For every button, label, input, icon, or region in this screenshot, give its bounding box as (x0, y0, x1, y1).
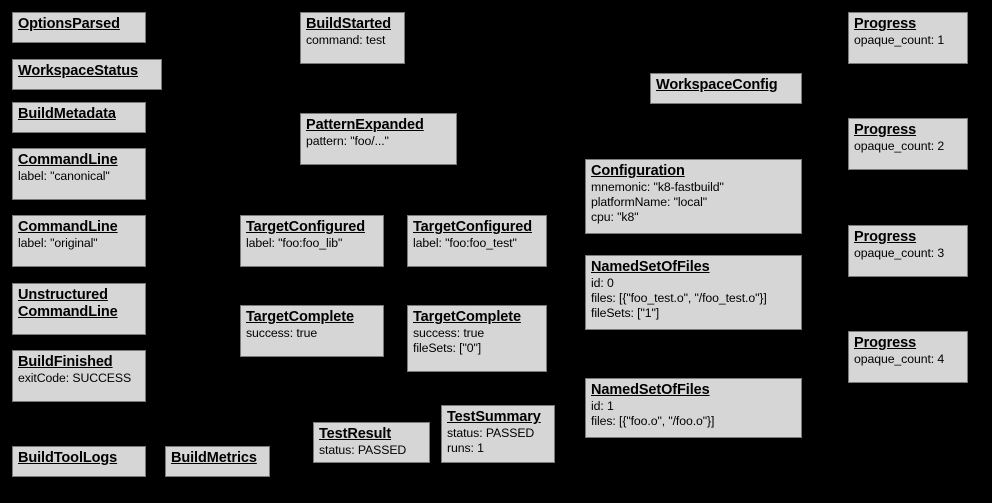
event-node-fields: opaque_count: 4 (854, 352, 962, 367)
event-node-title: TargetConfigured (246, 219, 365, 235)
event-node-title: Configuration (591, 163, 685, 179)
event-node-workspace-status[interactable]: WorkspaceStatus (12, 59, 162, 90)
event-node-fields: exitCode: SUCCESS (18, 371, 140, 386)
event-node-build-metadata[interactable]: BuildMetadata (12, 102, 146, 133)
event-node-field: label: "foo:foo_test" (413, 236, 517, 250)
event-node-fields: mnemonic: "k8-fastbuild"platformName: "l… (591, 180, 796, 225)
event-node-field: files: [{"foo_test.o", "/foo_test.o"}] (591, 291, 767, 305)
event-node-field: command: test (306, 33, 386, 47)
event-node-field: cpu: "k8" (591, 210, 639, 224)
event-node-title: PatternExpanded (306, 117, 424, 133)
event-node-title: WorkspaceConfig (656, 77, 778, 93)
event-node-title: BuildMetrics (171, 450, 257, 466)
event-node-field: exitCode: SUCCESS (18, 371, 132, 385)
event-node-field: id: 1 (591, 399, 614, 413)
event-node-title: Progress (854, 229, 917, 245)
event-node-field: platformName: "local" (591, 195, 707, 209)
event-node-title: NamedSetOfFiles (591, 382, 710, 398)
event-node-unstructured-command-line[interactable]: Unstructured CommandLine (12, 283, 146, 335)
event-node-options-parsed[interactable]: OptionsParsed (12, 12, 146, 43)
event-node-field: opaque_count: 3 (854, 246, 945, 260)
event-node-fields: label: "canonical" (18, 169, 140, 184)
event-node-fields: pattern: "foo/..." (306, 134, 451, 149)
event-node-fields: label: "foo:foo_lib" (246, 236, 378, 251)
event-node-field: label: "canonical" (18, 169, 110, 183)
event-node-title: Progress (854, 335, 917, 351)
event-node-title: CommandLine (18, 152, 118, 168)
event-node-fields: command: test (306, 33, 399, 48)
event-node-fields: label: "foo:foo_test" (413, 236, 541, 251)
event-node-field: opaque_count: 1 (854, 33, 945, 47)
event-node-title: BuildFinished (18, 354, 113, 370)
event-node-field: status: PASSED (319, 443, 407, 457)
event-node-field: mnemonic: "k8-fastbuild" (591, 180, 724, 194)
event-node-field: success: true (413, 326, 485, 340)
event-node-title: WorkspaceStatus (18, 63, 138, 79)
event-node-field: success: true (246, 326, 318, 340)
event-node-field: pattern: "foo/..." (306, 134, 389, 148)
event-node-title: TestSummary (447, 409, 541, 425)
event-node-fields: label: "original" (18, 236, 140, 251)
event-node-field: status: PASSED (447, 426, 535, 440)
event-node-title: Unstructured CommandLine (18, 287, 118, 320)
event-node-fields: opaque_count: 3 (854, 246, 962, 261)
event-node-field: label: "foo:foo_lib" (246, 236, 343, 250)
event-node-title: TargetComplete (246, 309, 354, 325)
event-node-field: fileSets: ["0"] (413, 341, 482, 355)
event-node-field: label: "original" (18, 236, 98, 250)
event-node-title: TargetComplete (413, 309, 521, 325)
event-node-field: runs: 1 (447, 441, 484, 455)
event-node-fields: success: true (246, 326, 378, 341)
event-node-title: BuildToolLogs (18, 450, 118, 466)
event-node-title: TestResult (319, 426, 392, 442)
event-node-field: fileSets: ["1"] (591, 306, 660, 320)
event-node-field: opaque_count: 2 (854, 139, 945, 153)
event-node-title: NamedSetOfFiles (591, 259, 710, 275)
event-node-field: id: 0 (591, 276, 614, 290)
event-node-field: opaque_count: 4 (854, 352, 945, 366)
event-node-build-tool-logs[interactable]: BuildToolLogs (12, 446, 146, 477)
event-node-fields: status: PASSED (319, 443, 424, 458)
event-node-title: TargetConfigured (413, 219, 532, 235)
event-node-fields: opaque_count: 2 (854, 139, 962, 154)
event-node-title: Progress (854, 16, 917, 32)
event-node-title: Progress (854, 122, 917, 138)
event-node-title: CommandLine (18, 219, 118, 235)
event-node-title: OptionsParsed (18, 16, 120, 32)
event-node-title: BuildStarted (306, 16, 392, 32)
event-node-workspace-config[interactable]: WorkspaceConfig (650, 73, 802, 104)
event-node-build-metrics[interactable]: BuildMetrics (165, 446, 270, 477)
event-node-title: BuildMetadata (18, 106, 116, 122)
event-node-fields: opaque_count: 1 (854, 33, 962, 48)
event-node-field: files: [{"foo.o", "/foo.o"}] (591, 414, 715, 428)
